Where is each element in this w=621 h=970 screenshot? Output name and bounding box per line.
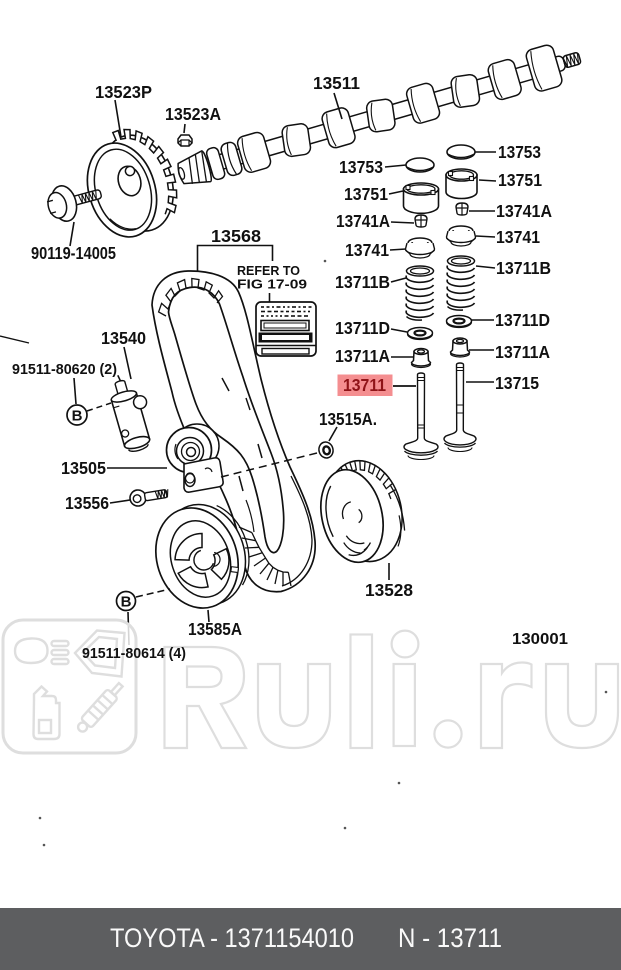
svg-text:90119-14005: 90119-14005 <box>31 243 116 263</box>
svg-text:13523P: 13523P <box>95 82 152 102</box>
svg-text:91511-80620 (2): 91511-80620 (2) <box>12 361 117 378</box>
svg-text:13556: 13556 <box>65 493 109 513</box>
svg-text:13585A: 13585A <box>188 619 242 639</box>
svg-text:13528: 13528 <box>365 580 413 600</box>
svg-text:13515A.: 13515A. <box>319 409 377 429</box>
svg-text:13568: 13568 <box>211 226 261 246</box>
svg-text:13753: 13753 <box>498 142 541 162</box>
svg-text:B: B <box>121 594 132 611</box>
svg-text:13741A: 13741A <box>496 201 552 221</box>
svg-text:130001: 130001 <box>512 631 568 648</box>
svg-text:13751: 13751 <box>498 170 542 190</box>
svg-text:REFER TO: REFER TO <box>237 264 300 278</box>
svg-text:N - 13711: N - 13711 <box>398 923 502 953</box>
svg-text:13711: 13711 <box>343 375 386 395</box>
svg-text:13711A: 13711A <box>495 342 550 362</box>
svg-text:13711A: 13711A <box>335 346 390 366</box>
svg-text:13523A: 13523A <box>165 104 221 124</box>
svg-text:13741: 13741 <box>496 227 540 247</box>
svg-text:13505: 13505 <box>61 458 106 478</box>
svg-text:13540: 13540 <box>101 328 146 348</box>
svg-text:13741: 13741 <box>345 240 389 260</box>
svg-text:13715: 13715 <box>495 373 539 393</box>
svg-text:13741A: 13741A <box>336 211 390 231</box>
svg-text:91511-80614 (4): 91511-80614 (4) <box>82 645 186 662</box>
svg-text:13751: 13751 <box>344 184 388 204</box>
svg-text:13753: 13753 <box>339 157 383 177</box>
svg-text:FIG 17-09: FIG 17-09 <box>237 278 307 292</box>
svg-text:13711D: 13711D <box>495 310 550 330</box>
svg-text:13711B: 13711B <box>496 258 551 278</box>
svg-text:13711D: 13711D <box>335 318 390 338</box>
svg-text:TOYOTA - 1371154010: TOYOTA - 1371154010 <box>110 923 354 953</box>
svg-text:13711B: 13711B <box>335 272 390 292</box>
svg-text:B: B <box>72 408 83 425</box>
svg-text:13511: 13511 <box>313 73 360 93</box>
